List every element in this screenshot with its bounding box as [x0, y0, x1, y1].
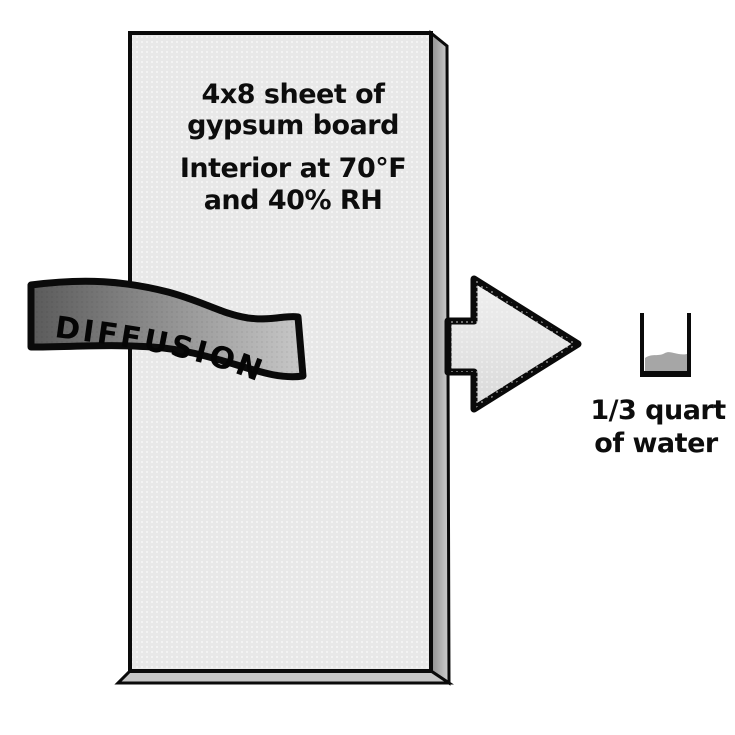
board-label-line4: and 40% RH [204, 185, 383, 216]
board-label-line2: gypsum board [187, 110, 399, 141]
flow-arrow-texture [448, 279, 578, 409]
flow-arrow [444, 275, 582, 413]
ribbon-texture [31, 281, 303, 377]
board-label-line3: Interior at 70°F [180, 153, 406, 184]
cup-caption-line1: 1/3 quart [590, 395, 726, 426]
board-label-line1: 4x8 sheet of [202, 79, 386, 110]
water-cup: 1/3 quart of water [590, 313, 727, 459]
cup-caption-line2: of water [594, 428, 719, 459]
cup-water-fill [645, 352, 687, 372]
